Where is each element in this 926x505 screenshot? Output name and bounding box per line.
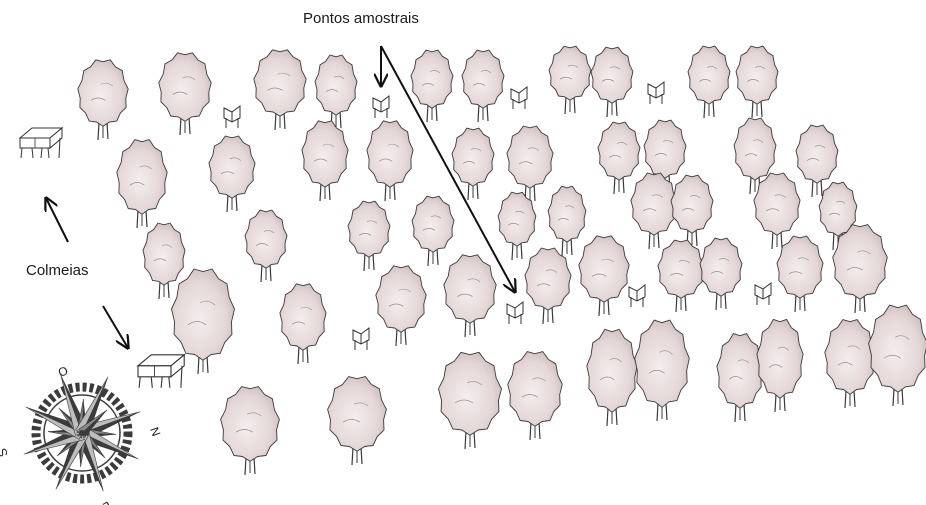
tree-icon: [643, 119, 687, 193]
compass-rose-icon: N S L O: [0, 363, 163, 505]
tree-icon: [548, 45, 592, 115]
tree-icon: [366, 120, 414, 202]
tree-icon: [795, 124, 839, 198]
tree-icon: [524, 247, 572, 325]
sampling-point-icon: [754, 282, 772, 305]
sampling-point-icon: [628, 284, 646, 307]
tree-icon: [451, 127, 495, 201]
tree-icon: [314, 54, 358, 130]
arrow-icon: [102, 305, 128, 348]
sampling-point-icon: [372, 95, 390, 118]
tree-icon: [411, 195, 455, 267]
compass-east: L: [100, 498, 113, 505]
tree-icon: [590, 46, 634, 118]
tree-icon: [461, 49, 505, 123]
tree-icon: [630, 172, 678, 250]
arrow-icon: [380, 45, 515, 292]
compass-west: O: [56, 363, 70, 379]
tree-icon: [578, 235, 630, 317]
tree-icon: [756, 318, 804, 413]
beehive-group: [18, 126, 186, 388]
tree-icon: [327, 376, 387, 466]
tree-icon: [347, 200, 391, 272]
tree-icon: [657, 239, 705, 313]
tree-icon: [824, 319, 876, 409]
tree-icon: [253, 49, 307, 131]
tree-icon: [506, 125, 554, 203]
tree-icon: [220, 386, 280, 476]
sampling-points-label: Pontos amostrais: [303, 10, 419, 27]
tree-icon: [410, 49, 454, 123]
tree-icon: [687, 45, 731, 119]
sampling-point-icon: [223, 105, 241, 128]
tree-icon: [116, 139, 168, 229]
tree-icon: [158, 52, 212, 136]
tree-icon: [634, 319, 690, 422]
beehive-icon: [136, 353, 186, 388]
tree-icon: [735, 45, 779, 119]
sampling-point-icon: [352, 327, 370, 350]
tree-icon: [776, 235, 824, 313]
tree-icon: [868, 304, 926, 407]
tree-icon: [244, 209, 288, 283]
tree-icon: [832, 224, 888, 314]
tree-icon: [438, 351, 502, 450]
tree-icon: [586, 328, 638, 427]
arrow-group: [46, 45, 515, 348]
hives-label: Colmeias: [26, 262, 89, 279]
tree-icon: [443, 254, 497, 338]
tree-icon: [547, 185, 587, 257]
sampling-point-icon: [510, 86, 528, 109]
tree-icon: [301, 120, 349, 202]
sampling-point-icon: [647, 81, 665, 104]
tree-icon: [670, 174, 714, 248]
tree-icon: [699, 237, 743, 311]
tree-group: [77, 45, 926, 476]
sampling-point-icon: [506, 301, 524, 324]
compass-north: N: [147, 425, 163, 438]
tree-icon: [77, 59, 129, 141]
sampling-point-group: [223, 81, 772, 350]
tree-icon: [716, 333, 764, 423]
tree-icon: [733, 117, 777, 195]
tree-icon: [507, 351, 563, 441]
beehive-icon: [18, 126, 64, 159]
tree-icon: [497, 191, 537, 261]
tree-icon: [279, 283, 327, 365]
tree-icon: [818, 181, 858, 251]
tree-icon: [753, 172, 801, 250]
tree-icon: [142, 222, 186, 300]
tree-icon: [171, 268, 235, 375]
tree-icon: [597, 121, 641, 195]
compass-south: S: [0, 446, 11, 458]
arrow-icon: [46, 198, 69, 243]
tree-icon: [208, 135, 256, 213]
tree-icon: [375, 265, 427, 347]
